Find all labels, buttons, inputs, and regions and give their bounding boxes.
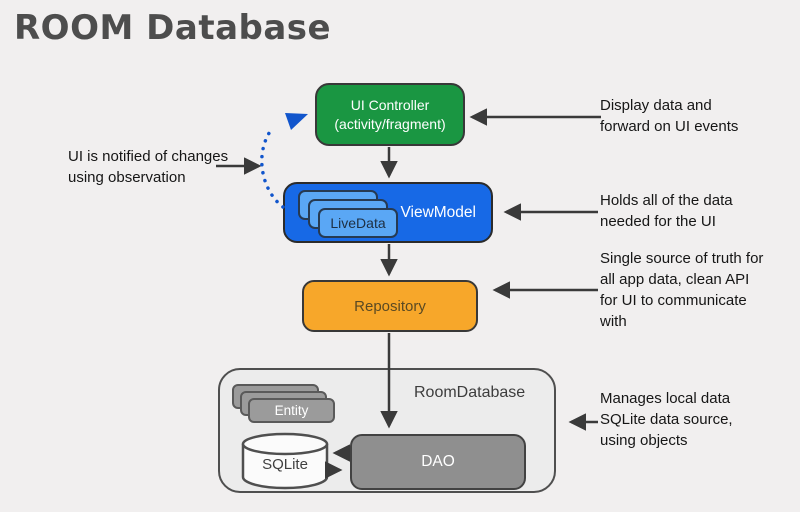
note-viewmodel: Holds all of the data needed for the UI	[600, 192, 733, 230]
sqlite-cylinder-icon	[241, 432, 329, 490]
sqlite-label: SQLite	[262, 456, 308, 473]
note-observation: UI is notified of changes using observat…	[68, 148, 229, 186]
node-sqlite: SQLite	[240, 432, 330, 490]
ui-controller-label: UI Controller (activity/fragment)	[334, 96, 446, 132]
page-title: ROOM Database	[14, 8, 332, 48]
repository-label: Repository	[354, 297, 426, 315]
note-repository: Single source of truth for all app data,…	[600, 250, 764, 330]
node-ui-controller: UI Controller (activity/fragment)	[315, 83, 465, 146]
node-livedata: LiveData	[318, 208, 398, 238]
node-repository: Repository	[302, 280, 478, 332]
observation-dotted-arrowhead	[285, 113, 308, 130]
livedata-label: LiveData	[330, 215, 386, 231]
note-ui-controller: Display data and forward on UI events	[600, 97, 739, 135]
dao-label: DAO	[421, 453, 455, 470]
observation-dotted-arrow	[260, 128, 285, 209]
entity-label: Entity	[274, 403, 309, 418]
node-dao: DAO	[350, 434, 526, 490]
viewmodel-label: ViewModel	[400, 203, 476, 221]
node-room-database: RoomDatabase Entity SQLite DAO	[218, 368, 556, 493]
note-room-database: Manages local data SQLite data source, u…	[600, 390, 733, 449]
node-entity: Entity	[248, 398, 335, 423]
room-database-label: RoomDatabase	[414, 384, 526, 401]
node-viewmodel: LiveData ViewModel	[283, 182, 493, 243]
